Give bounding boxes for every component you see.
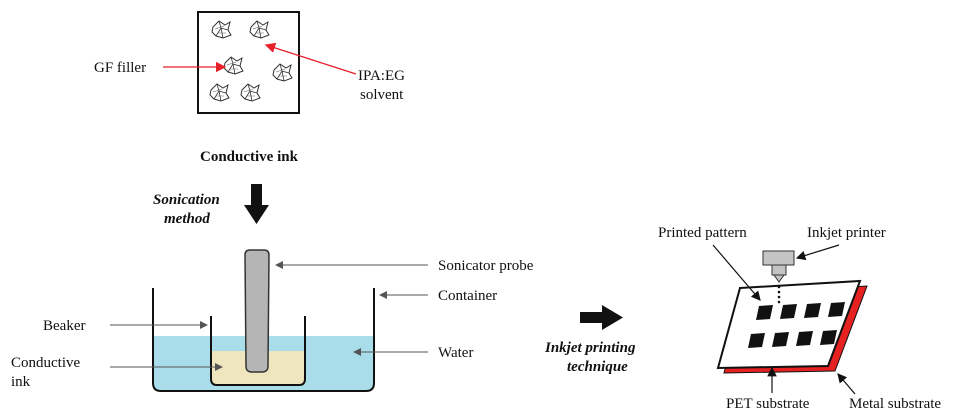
printed-pattern-label: Printed pattern	[658, 225, 747, 241]
printed-pattern	[748, 302, 845, 348]
beaker-label: Beaker	[43, 318, 85, 334]
pattern-cell	[772, 332, 789, 347]
pattern-cell	[820, 330, 837, 345]
inkjet-printer-head	[762, 250, 795, 283]
pattern-cell	[780, 304, 797, 319]
down-arrow-icon	[244, 184, 269, 224]
beaker-outline	[210, 316, 306, 386]
sonication-label-line1: Sonication	[153, 192, 220, 208]
water-label: Water	[438, 345, 473, 361]
conductive-ink-title: Conductive ink	[200, 149, 299, 165]
printed-pattern-pointer	[712, 244, 761, 301]
pattern-cell	[756, 305, 773, 320]
container-outline	[152, 288, 375, 392]
conductive-ink-label-line1: Conductive	[11, 355, 80, 371]
inkjet-technique-label-line2: technique	[567, 359, 628, 375]
metal-substrate-pointer	[837, 373, 856, 395]
gf-filler-label: GF filler	[94, 60, 146, 76]
ipa-eg-label-line2: solvent	[360, 87, 404, 103]
sonicator-probe-label: Sonicator probe	[438, 258, 534, 274]
ink-droplets	[777, 285, 781, 304]
inkjet-technique-label-line1: Inkjet printing	[544, 340, 636, 356]
metal-substrate-label: Metal substrate	[849, 396, 941, 411]
ipa-eg-arrow	[264, 42, 357, 75]
conductive-ink-label-line2: ink	[11, 374, 31, 390]
pattern-cell	[748, 333, 765, 348]
pet-substrate-label: PET substrate	[726, 396, 810, 411]
right-arrow-icon	[580, 305, 623, 330]
pattern-cell	[828, 302, 845, 317]
pattern-cell	[796, 331, 813, 346]
sonicator-probe	[244, 249, 270, 373]
container-label: Container	[438, 288, 497, 304]
inkjet-printer-pointer	[795, 244, 840, 261]
sonication-label-line2: method	[164, 211, 210, 227]
pattern-cell	[804, 303, 821, 318]
inkjet-printer-label: Inkjet printer	[807, 225, 886, 241]
ipa-eg-label-line1: IPA:EG	[358, 68, 405, 84]
